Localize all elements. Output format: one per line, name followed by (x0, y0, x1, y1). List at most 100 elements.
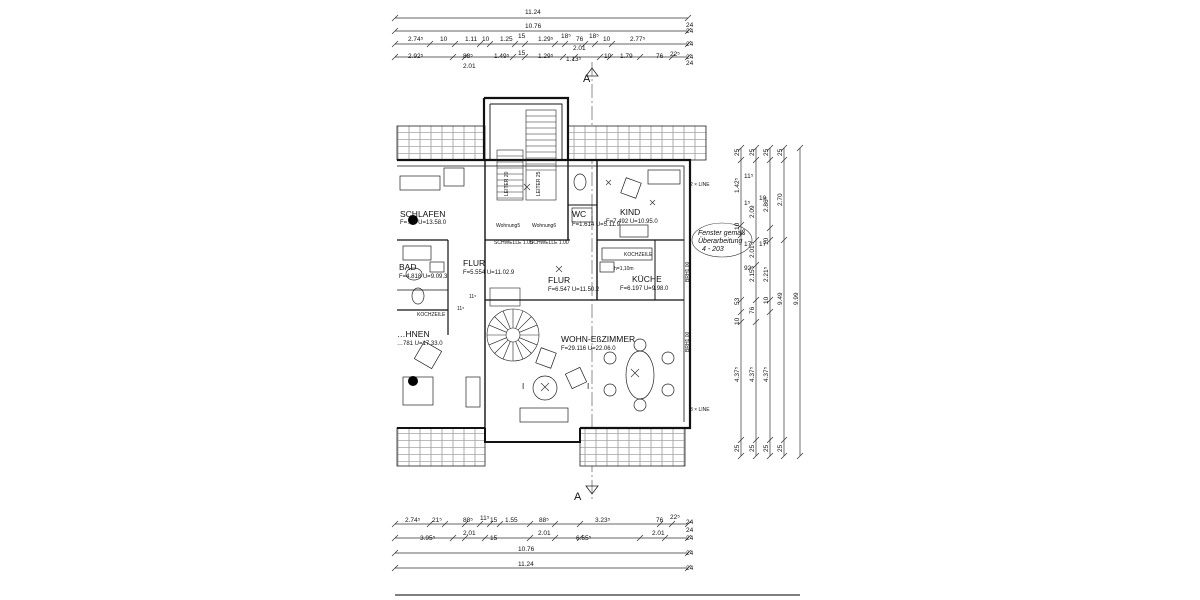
dim-right-c4-0: 25 (777, 148, 784, 156)
dim-top-r4-0: 2.92⁵ (408, 53, 424, 60)
dimension-tick (737, 452, 745, 460)
walls (397, 96, 692, 443)
dimension-tick (684, 27, 692, 35)
dimension-tick (561, 40, 569, 48)
spiral-tread (515, 310, 524, 329)
dimension-tick (684, 14, 692, 22)
dim-right-c4-3: 25 (777, 444, 784, 452)
right-dimension-labels: 25 1.42⁵ 10 53 10 4.37⁵ 25 25 2.09 2.01 … (734, 148, 800, 452)
dim-bottom-r2-0: 3.95⁵ (420, 535, 436, 542)
dim-top-r3-5: 15 (518, 33, 526, 40)
dim-bottom-r2-1: 2.01 (463, 530, 476, 537)
marker-dot-upper (408, 215, 418, 225)
dim-top-r4-sub: 2.01 (463, 63, 476, 70)
dimension-tick (737, 231, 745, 239)
dim-right-c1-0: 25 (734, 148, 741, 156)
dim-top-r3-10: 10 (603, 36, 611, 43)
dim-bottom-r1-7: 3.23⁵ (595, 517, 611, 524)
dimension-tick (752, 156, 760, 164)
dimension-tick (559, 53, 567, 61)
dimension-tick (737, 144, 745, 152)
dim-right-c4-2: 9.49 (777, 292, 784, 305)
spiral-stair (486, 287, 540, 362)
dim-bottom-r2-5: 2.01 (652, 530, 665, 537)
dim-top-end-3: 24 (686, 54, 694, 61)
room-wohnen-area: …781 U=17.33.0 (397, 341, 443, 347)
label-stair-a: LEITER 20 (504, 171, 510, 196)
room-flur-center-name: FLUR (548, 275, 570, 285)
dim-top-r3-4: 1.25 (500, 36, 513, 43)
dimension-tick (668, 53, 676, 61)
dimension-tick (551, 520, 559, 528)
dimension-tick (684, 549, 692, 557)
dimension-tick (752, 144, 760, 152)
dim-top-r3-8: 76 (576, 36, 584, 43)
dimension-tick (481, 534, 489, 542)
dim-right-c2-4: 76 (749, 306, 756, 314)
section-mark-bottom: A (574, 485, 599, 503)
room-wohnen-name: …HNEN (397, 329, 430, 339)
room-bad-area: F=4.818 U=9.09.3 (399, 274, 448, 280)
room-wohn-ess-area: F=29.116 U=22.06.0 (561, 346, 616, 352)
dim-right-misc-4: 17 (759, 241, 767, 248)
dim-bottom-total-outer: 11.24 (518, 561, 534, 568)
dim-bottom-r1-4: 15 (490, 517, 498, 524)
dim-right-c4-1: 2.70 (777, 193, 784, 206)
marker-dot-lower (408, 376, 418, 386)
dim-top-r3-9: 18⁵ (589, 33, 599, 40)
dim-right-misc-2: 1⁵ (744, 200, 751, 207)
dim-top-r4-3: 15 (518, 50, 526, 57)
top-dimension-chain (391, 14, 692, 61)
section-letter-top: A (583, 73, 591, 85)
dimension-tick (780, 436, 788, 444)
section-letter-bottom: A (574, 491, 582, 503)
room-wc-area: F=1.614 U=5.11.9 (572, 222, 621, 228)
dimension-tick (596, 53, 604, 61)
stair-flight (496, 109, 557, 201)
room-schlafen-name: SCHLAFEN (400, 209, 445, 219)
dimension-tick (766, 144, 774, 152)
dimension-tick (684, 40, 692, 48)
dim-bottom-r1-5: 1.55 (505, 517, 518, 524)
dim-top-r3-3: 10 (482, 36, 490, 43)
dimension-tick (780, 236, 788, 244)
dim-top-r4-2: 1.49⁵ (494, 53, 510, 60)
dim-right-misc-0: 11⁵ (744, 173, 754, 180)
dimension-tick (391, 520, 399, 528)
dim-bottom-r1-8: 76 (656, 517, 664, 524)
dimension-tick (737, 296, 745, 304)
dimension-tick (391, 27, 399, 35)
dimension-tick (766, 224, 774, 232)
dimension-tick (661, 534, 669, 542)
dimension-tick (766, 156, 774, 164)
spiral-tread (488, 324, 507, 333)
dimension-tick (461, 520, 469, 528)
dimension-tick (752, 436, 760, 444)
dim-bottom-r2-2: 15 (490, 535, 498, 542)
dim-right-c5-0: 9.99 (793, 292, 800, 305)
dimension-tick (551, 40, 559, 48)
dimension-tick (766, 436, 774, 444)
dim-bottom-r2-4: 6.65⁵ (576, 535, 592, 542)
label-brh-lower: BRH1.00 (685, 331, 691, 352)
dimension-tick (591, 40, 599, 48)
spiral-tread (488, 337, 507, 346)
dim-right-c2-2: 2.01 (749, 245, 756, 258)
dim-bottom-r1-1: 21⁵ (432, 517, 442, 524)
label-schwelle-b: SCHWELLE 1.00 (530, 240, 569, 246)
dimension-tick (752, 452, 760, 460)
dimension-tick (449, 53, 457, 61)
room-labels: SCHLAFEN F=…8 U=13.58.0 BAD F=4.818 U=9.… (397, 207, 669, 352)
dim-right-c3-4: 10 (763, 296, 770, 304)
dim-top-r4-8: 76 (656, 53, 664, 60)
ceiling-markers (523, 179, 656, 392)
spiral-tread (519, 324, 538, 333)
dim-right-misc-1: 17⁵ (744, 241, 754, 248)
dimension-tick (780, 156, 788, 164)
dimension-tick (796, 144, 804, 152)
dimension-tick (737, 221, 745, 229)
dimension-tick (576, 534, 584, 542)
dimension-tick (737, 156, 745, 164)
dimension-tick (451, 40, 459, 48)
dim-right-c2-5: 4.37⁵ (749, 366, 756, 382)
